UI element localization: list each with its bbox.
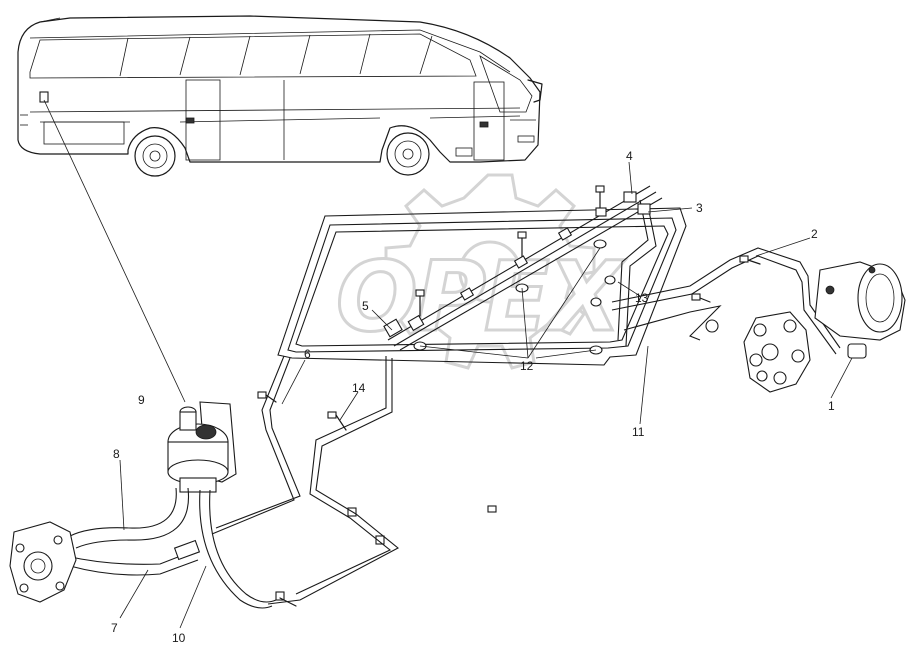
callout-14: 14: [352, 381, 366, 395]
lower-pipe-run: [211, 355, 399, 605]
callout-1: 1: [828, 399, 835, 413]
callout-leaders: [119, 161, 853, 629]
watermark-text: OPEX: [336, 241, 626, 353]
steering-gear: [705, 261, 906, 393]
bolt-icon: [275, 591, 297, 607]
callout-2: 2: [811, 227, 818, 241]
bolt-icon: [415, 289, 425, 317]
callout-8: 8: [113, 447, 120, 461]
watermark: OPEX: [335, 173, 629, 370]
front-wheel: [386, 132, 430, 176]
oil-reservoir: [167, 401, 237, 493]
bolt-icon: [691, 293, 711, 303]
callout-13: 13: [635, 291, 649, 305]
callouts: 1 2 3 4 5 6 7 8 9 10 11 12 13 14: [111, 149, 835, 645]
callout-3: 3: [696, 201, 703, 215]
pipe-loop: [277, 185, 687, 366]
bolt-icon: [517, 231, 527, 259]
callout-11: 11: [632, 425, 645, 439]
fasteners: [257, 185, 761, 607]
callout-5: 5: [362, 299, 369, 313]
right-pipe-run: [611, 247, 841, 355]
callout-7: 7: [111, 621, 118, 635]
callout-12: 12: [520, 359, 534, 373]
callout-4: 4: [626, 149, 633, 163]
bolt-icon: [739, 255, 761, 265]
callout-6: 6: [304, 347, 311, 361]
hoses: [39, 487, 277, 609]
callout-9: 9: [138, 393, 145, 407]
rear-wheel: [134, 135, 176, 177]
steering-pump: [9, 521, 77, 603]
callout-10: 10: [172, 631, 186, 645]
bus-illustration: [17, 15, 543, 177]
bolt-icon: [375, 535, 385, 545]
leader-bus-to-9: [43, 99, 186, 403]
bolt-icon: [487, 505, 497, 513]
